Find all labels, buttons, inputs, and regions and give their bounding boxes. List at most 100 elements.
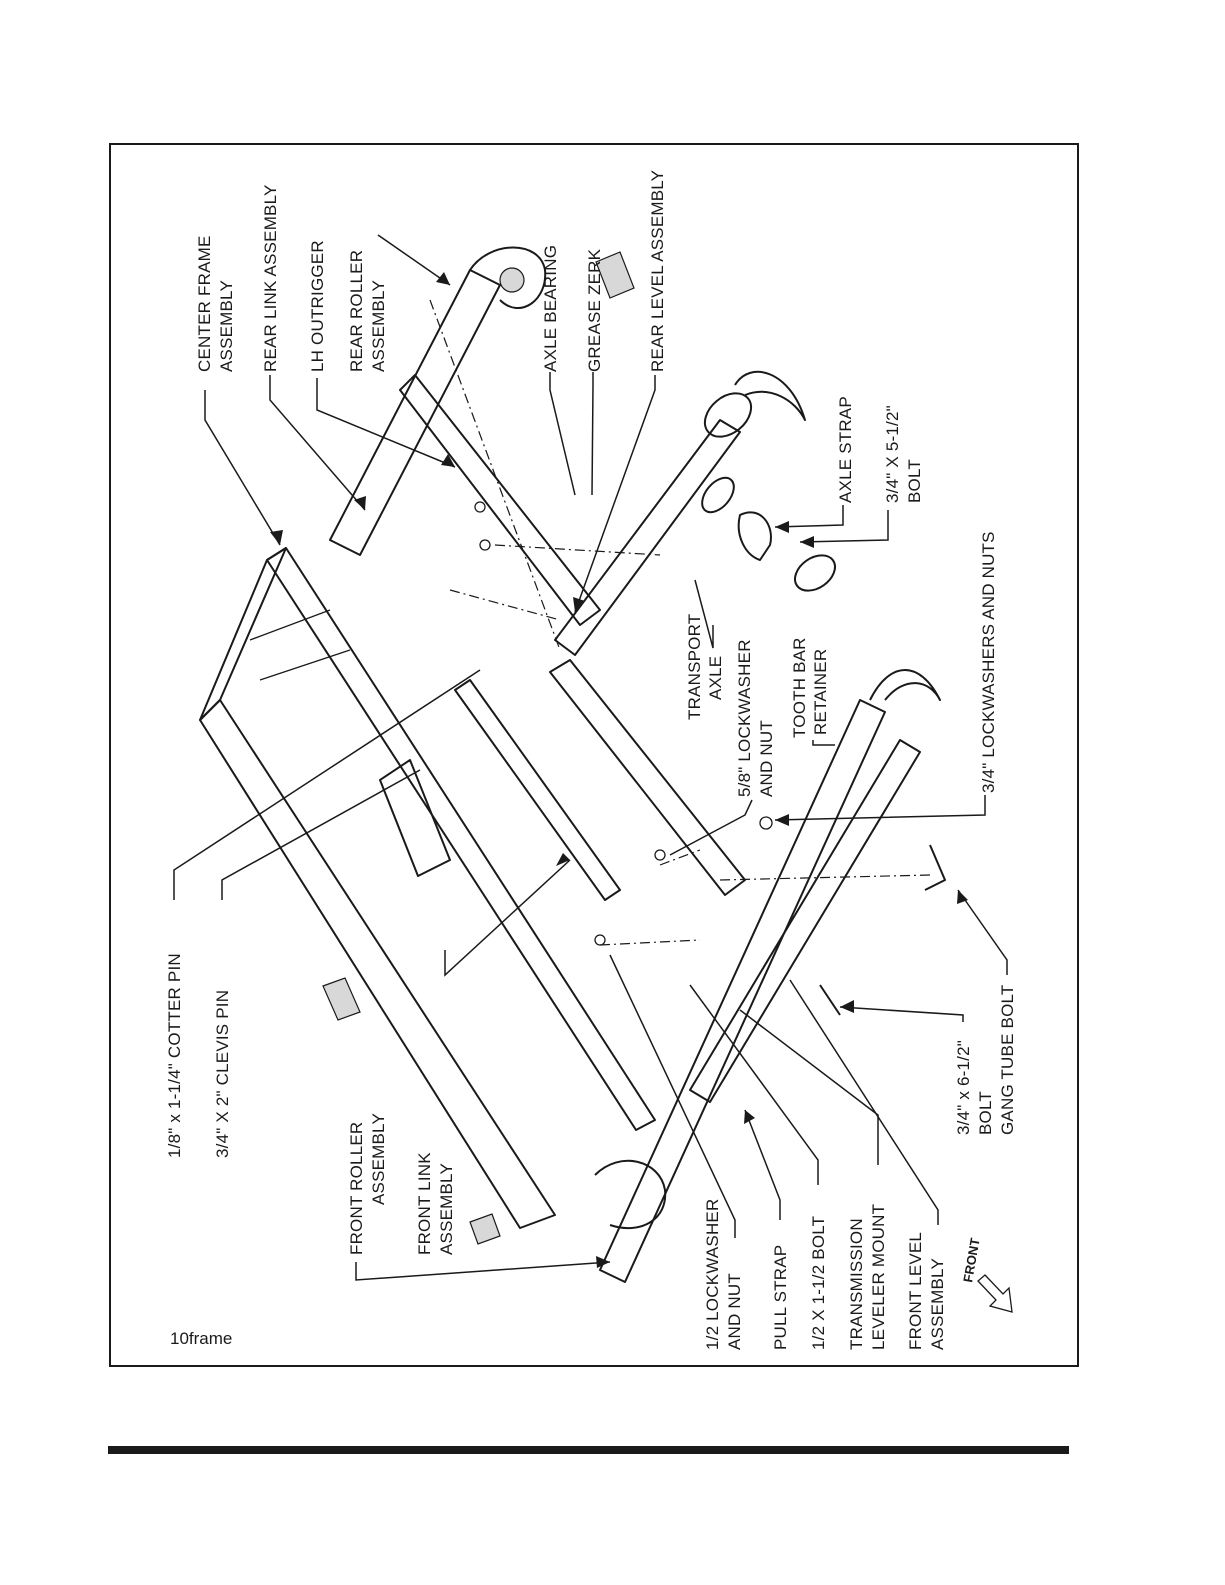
arrowhead-bolt-34x612 (840, 1000, 854, 1013)
label-axle-strap: AXLE STRAP (836, 396, 855, 503)
label-lockwasher-58-1: 5/8" LOCKWASHER (735, 639, 754, 797)
leader-lockwasher-12 (609, 954, 736, 1238)
leader-tooth-bar (812, 740, 835, 746)
bolt-34x612 (819, 984, 841, 1016)
label-rear-level: REAR LEVEL ASSEMBLY (648, 170, 667, 372)
label-gang-tube-bolt: GANG TUBE BOLT (998, 985, 1017, 1135)
label-lh-outrigger: LH OUTRIGGER (308, 240, 327, 372)
label-bolt-34x512-1: 3/4" X 5-1/2" (883, 405, 902, 503)
center-frame-rail-upper (266, 547, 656, 1131)
leader-lines (173, 234, 1008, 1281)
leader-transmission (739, 1009, 879, 1165)
arrowhead-bolt-34x512 (800, 536, 814, 548)
gang-tube-bolt-u (924, 844, 946, 891)
center-frame-crossmember-top (199, 547, 287, 721)
label-tooth-bar-2: RETAINER (811, 649, 830, 735)
label-rear-link: REAR LINK ASSEMBLY (261, 184, 280, 372)
arrowhead-lh-outrigger (441, 454, 455, 467)
leader-pull-strap (744, 1109, 781, 1220)
front-tooth-spring (869, 669, 941, 701)
center-frame-brace-1 (249, 609, 351, 681)
label-bolt-34x512-2: BOLT (905, 459, 924, 503)
center-frame-crossmember-mid (379, 759, 451, 877)
front-arrow-label: FRONT (960, 1237, 983, 1284)
front-link (454, 679, 621, 901)
leader-transport-axle (694, 579, 714, 649)
hardware-nut-1 (474, 501, 486, 513)
leader-front-level (789, 979, 939, 1225)
label-bolt-34x612-1: 3/4" x 6-1/2" (954, 1040, 973, 1135)
arrowhead-lockwashers-34 (775, 814, 789, 826)
assembly-line-3 (494, 544, 661, 556)
leader-front-link (444, 859, 571, 977)
label-lockwasher-58-2: AND NUT (757, 720, 776, 797)
arrowhead-gang-tube (957, 890, 968, 904)
front-roller-end (594, 1159, 667, 1230)
leader-grease-zerk (591, 372, 594, 496)
label-pull-strap: PULL STRAP (771, 1245, 790, 1350)
front-arrow-icon (977, 1274, 1013, 1313)
assembly-line-6 (719, 874, 931, 881)
leader-axle-strap (774, 505, 844, 528)
assembly-line-2 (449, 589, 561, 621)
leader-center-frame (204, 390, 281, 546)
label-cotter-pin: 1/8" x 1-1/4" COTTER PIN (165, 953, 184, 1158)
label-transmission-1: TRANSMISSION (847, 1218, 866, 1350)
leader-clevis-pin (221, 769, 421, 900)
label-front-roller-2: ASSEMBLY (369, 1113, 388, 1205)
label-transport-axle-2: AXLE (706, 656, 725, 700)
label-center-frame-1: CENTER FRAME (195, 235, 214, 372)
callout-labels: CENTER FRAME ASSEMBLY REAR LINK ASSEMBLY… (165, 170, 1017, 1350)
leader-rear-level (574, 375, 656, 613)
label-axle-bearing: AXLE BEARING (541, 245, 560, 372)
transport-axle-end (701, 476, 735, 514)
frame-drawing (199, 246, 946, 1283)
arrowhead-front-link (556, 853, 570, 866)
rear-roller-end (469, 246, 547, 310)
page-bottom-rule (108, 1446, 1069, 1454)
rear-tooth-spring (734, 370, 806, 421)
decal-plate-1 (322, 977, 361, 1021)
hardware-nut-2 (479, 539, 491, 551)
leader-gang-tube-bolt (957, 889, 1008, 975)
transport-axle (549, 659, 746, 896)
label-bolt-34x612-2: BOLT (976, 1091, 995, 1135)
decal-plate-3 (595, 251, 635, 299)
label-front-level-1: FRONT LEVEL (906, 1232, 925, 1350)
label-center-frame-2: ASSEMBLY (217, 280, 236, 372)
lh-outrigger (399, 374, 601, 626)
leader-bolt-34x612 (839, 1006, 964, 1022)
axle-strap (737, 511, 772, 561)
figure-code: 10frame (170, 1329, 232, 1348)
leader-lockwasher-58 (669, 799, 753, 856)
leader-lockwashers-34 (774, 795, 986, 821)
rear-level-tube (554, 419, 741, 656)
front-gang-tube (689, 739, 921, 1103)
arrowhead-center-frame (270, 530, 283, 545)
arrowhead-pull-strap (744, 1110, 755, 1124)
hardware-nut-3 (759, 816, 773, 830)
label-front-level-2: ASSEMBLY (928, 1258, 947, 1350)
axle-bearing-flange (794, 554, 836, 592)
front-direction-indicator: FRONT (960, 1237, 1013, 1313)
label-front-roller-1: FRONT ROLLER (347, 1122, 366, 1255)
label-rear-roller-1: REAR ROLLER (347, 250, 366, 372)
label-clevis-pin: 3/4" X 2" CLEVIS PIN (213, 990, 232, 1158)
label-grease-zerk: GREASE ZERK (585, 248, 604, 372)
arrowhead-rear-link (354, 496, 366, 510)
label-lockwasher-12-2: AND NUT (725, 1273, 744, 1350)
label-transmission-2: LEVELER MOUNT (869, 1204, 888, 1350)
assembly-line-1 (429, 299, 561, 651)
leader-front-roller (355, 1261, 611, 1281)
front-level-tube (599, 699, 886, 1283)
rear-roller-tube (329, 269, 501, 556)
label-bolt-12: 1/2 X 1-1/2 BOLT (809, 1216, 828, 1350)
arrowhead-rear-roller (436, 272, 450, 285)
label-lockwasher-12-1: 1/2 LOCKWASHER (703, 1199, 722, 1350)
arrowhead-front-roller (596, 1256, 610, 1268)
label-front-link-2: ASSEMBLY (437, 1163, 456, 1255)
label-tooth-bar-1: TOOTH BAR (790, 637, 809, 738)
label-lockwashers-34: 3/4" LOCKWASHERS AND NUTS (979, 531, 998, 793)
leader-bolt-12 (689, 984, 819, 1185)
